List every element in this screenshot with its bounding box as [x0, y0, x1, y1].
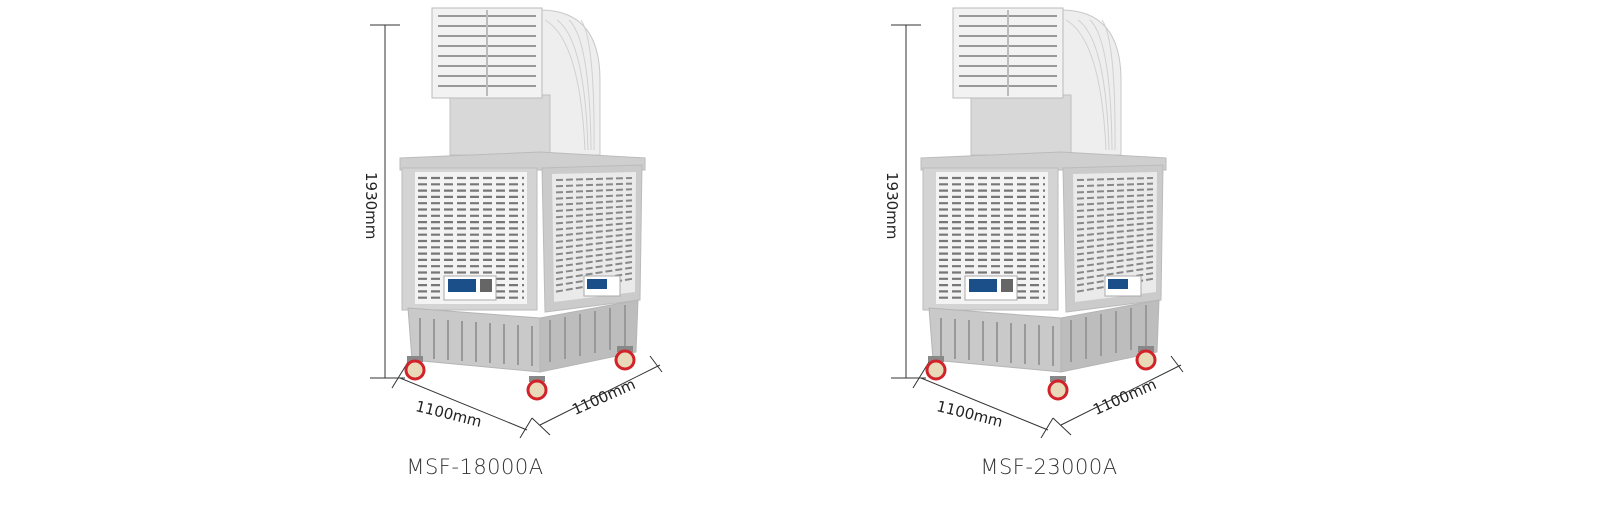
control-display	[969, 279, 997, 292]
grille-slot	[1076, 182, 1154, 188]
duct-elbow	[534, 9, 601, 156]
dimension-tick	[531, 417, 551, 436]
grille-slot	[1076, 188, 1154, 194]
grille-slot	[555, 238, 633, 250]
base-front	[407, 307, 541, 373]
caster-bracket	[1138, 346, 1154, 352]
duct-rib	[1089, 19, 1113, 151]
air-cooler-image	[891, 7, 1184, 439]
qr-code	[1001, 279, 1013, 292]
qr-code	[480, 279, 492, 292]
width-dimension-line	[399, 377, 528, 431]
grille-slot	[555, 210, 633, 219]
caster-wheel	[1135, 349, 1157, 371]
duct-rib	[568, 19, 592, 151]
air-cooler-image	[370, 7, 663, 439]
height-dimension-label: 1930mm	[362, 172, 380, 240]
caster-bracket	[1050, 376, 1066, 382]
model-name: MSF-18000A	[406, 455, 544, 479]
grille-slot	[555, 261, 633, 274]
caster-wheel	[614, 349, 636, 371]
grille-slot	[1076, 255, 1154, 268]
caster-bracket	[928, 356, 944, 362]
grille-slot	[555, 193, 633, 200]
dimension-tick	[1052, 417, 1072, 436]
duct-rib	[1101, 19, 1116, 151]
side-control-display	[587, 279, 607, 289]
base-front	[928, 307, 1062, 373]
grille-slot	[1076, 272, 1154, 287]
control-display	[448, 279, 476, 292]
grille-slot	[1076, 266, 1154, 281]
model-name: MSF-23000A	[980, 455, 1118, 479]
grille-slot	[555, 272, 633, 287]
product-msf-18000a: 1930mm 1100mm 1100mm MSF-18000A	[360, 0, 880, 518]
grille-slot	[555, 266, 633, 281]
grille-slot	[1076, 210, 1154, 219]
grille-slot	[555, 233, 633, 243]
duct-rib	[1065, 19, 1107, 151]
side-control-display	[1108, 279, 1128, 289]
dimension-tick	[1040, 417, 1054, 439]
caster-bracket	[407, 356, 423, 362]
duct-rib	[544, 19, 586, 151]
grille-slot	[555, 177, 633, 181]
duct-neck	[970, 94, 1072, 156]
caster-wheel	[404, 359, 426, 381]
dimension-tick	[649, 355, 663, 373]
duct-elbow	[1055, 9, 1122, 156]
depth-dimension-line	[539, 364, 661, 426]
caster-wheel	[1047, 379, 1069, 401]
grille-slot	[555, 188, 633, 194]
caster-bracket	[617, 346, 633, 352]
grille-slot	[555, 182, 633, 188]
product-msf-23000a: 1930mm 1100mm 1100mm MSF-23000A	[881, 0, 1401, 518]
body-top-cap	[399, 151, 646, 171]
grille-slot	[1076, 221, 1154, 231]
grille-slot	[555, 221, 633, 231]
grille-slot	[1076, 233, 1154, 243]
caster-bracket	[529, 376, 545, 382]
dimension-tick	[519, 417, 533, 439]
grille-slot	[555, 244, 633, 256]
dimension-tick	[1170, 355, 1184, 373]
grille-slot	[555, 255, 633, 268]
grille-slot	[1076, 216, 1154, 225]
grille-slot	[555, 216, 633, 225]
duct-rib	[1077, 19, 1110, 151]
grille-slot	[1076, 177, 1154, 181]
grille-slot	[1076, 261, 1154, 274]
grille-slot	[1076, 249, 1154, 262]
grille-slot	[555, 199, 633, 206]
grille-slot	[1076, 193, 1154, 200]
width-dimension-line	[920, 377, 1049, 431]
grille-slot	[1076, 205, 1154, 212]
duct-rib	[556, 19, 589, 151]
duct-rib	[580, 19, 595, 151]
depth-dimension-line	[1060, 364, 1182, 426]
grille-slot	[555, 227, 633, 237]
caster-wheel	[925, 359, 947, 381]
height-dimension-label: 1930mm	[883, 172, 901, 240]
grille-slot	[1076, 244, 1154, 256]
grille-slot	[1076, 227, 1154, 237]
body-top-cap	[920, 151, 1167, 171]
duct-neck	[449, 94, 551, 156]
caster-wheel	[526, 379, 548, 401]
grille-slot	[1076, 238, 1154, 250]
grille-slot	[555, 205, 633, 212]
grille-slot	[1076, 199, 1154, 206]
grille-slot	[555, 249, 633, 262]
